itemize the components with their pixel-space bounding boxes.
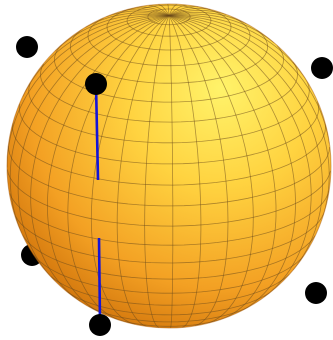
mesh-line (46, 15, 170, 314)
vertex-point-top-right (311, 57, 333, 79)
vertex-point-front-lower (89, 314, 111, 336)
mesh-line (167, 4, 170, 16)
mesh-line (67, 15, 170, 321)
mesh-line (168, 4, 187, 16)
mesh-line (17, 15, 170, 280)
mesh-line (168, 15, 296, 311)
mesh-line (54, 13, 170, 52)
mesh-line (87, 16, 251, 67)
mesh-line (168, 15, 312, 298)
mesh-line (168, 15, 174, 328)
mesh-line (168, 15, 254, 324)
mesh-line (169, 15, 330, 144)
mesh-line (168, 11, 247, 25)
mesh-line (168, 4, 178, 16)
vertex-point-top-left (16, 36, 38, 58)
segment-lower (97, 237, 102, 323)
sphere-mesh (7, 4, 331, 328)
mesh-line (88, 306, 249, 323)
mesh-line (85, 12, 170, 28)
mesh-line (158, 4, 170, 16)
mesh-line (67, 291, 270, 316)
mesh-line (40, 61, 298, 123)
mesh-line (7, 15, 170, 168)
mesh-line (168, 13, 275, 43)
mesh-line (168, 8, 211, 16)
mesh-line (22, 14, 170, 97)
vertex-point-front-upper (85, 73, 107, 95)
mesh-line (168, 6, 199, 16)
mesh-line (148, 5, 170, 16)
mesh-line (168, 15, 330, 217)
mesh-line (9, 15, 170, 234)
mesh-line (90, 15, 170, 325)
mesh-line (116, 15, 170, 327)
sphere-outline (6, 3, 332, 329)
mesh-line (168, 15, 229, 327)
vertex-point-bottom-right (305, 282, 327, 304)
mesh-line (168, 14, 307, 81)
segment-upper (94, 83, 100, 181)
mesh-line (105, 10, 170, 18)
mesh-line (122, 8, 170, 16)
mesh-line (168, 15, 202, 328)
mesh-line (168, 15, 323, 271)
mesh-line (144, 15, 170, 328)
mesh-line (168, 10, 227, 16)
mesh-line (168, 15, 277, 320)
mesh-line (8, 145, 330, 207)
mesh-line (30, 15, 170, 302)
mesh-line (137, 6, 170, 16)
